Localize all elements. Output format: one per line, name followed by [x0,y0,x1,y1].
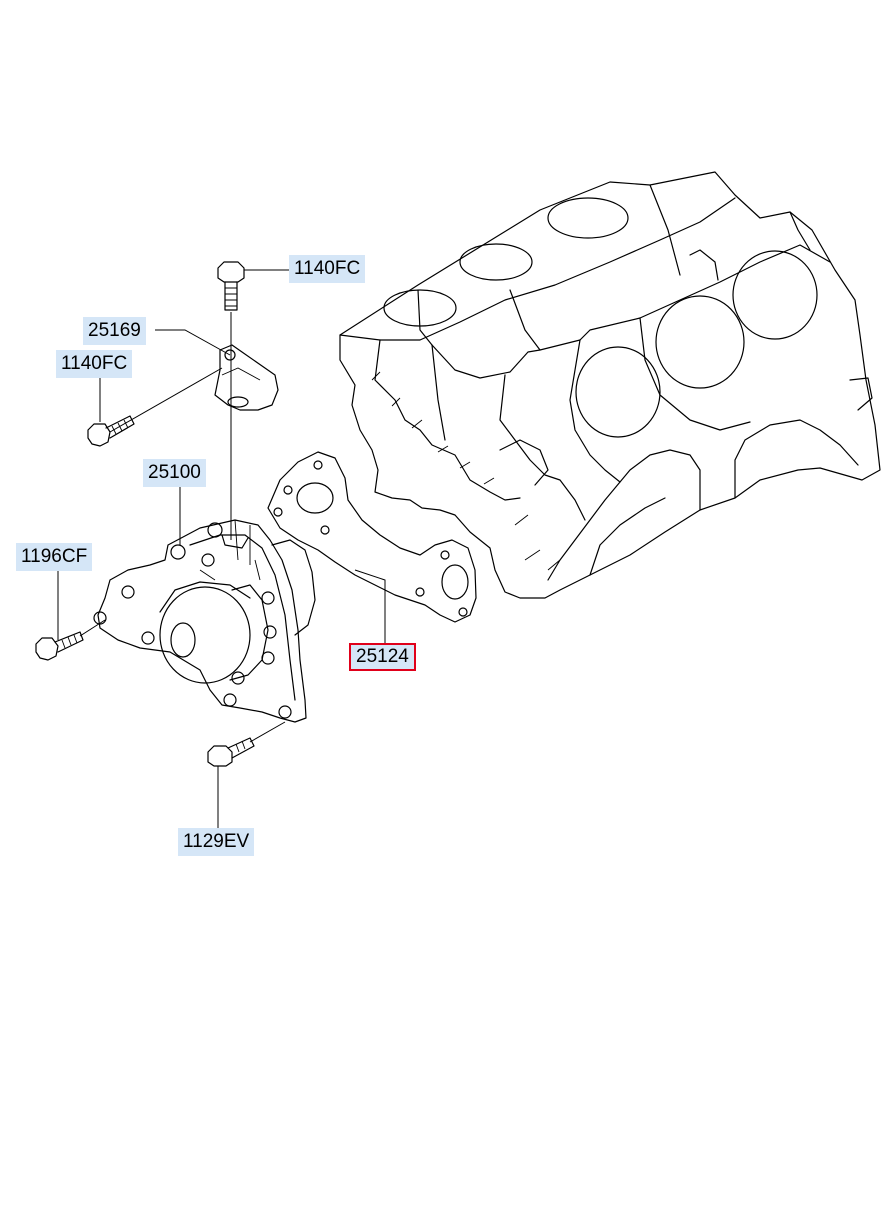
part-label-1196cf[interactable]: 1196CF [16,543,93,571]
part-label-1140fc-top[interactable]: 1140FC [289,255,366,283]
gasket-drawing [267,451,477,623]
water-pump-drawing [93,519,316,723]
part-label-25100[interactable]: 25100 [143,459,206,487]
engine-block-drawing [339,171,881,599]
bolt-top-drawing [217,261,245,311]
leader-lines [57,269,386,828]
bracket-drawing [214,344,279,411]
part-label-1140fc-left[interactable]: 1140FC [56,350,133,378]
bolt-left-lower-drawing [35,631,84,661]
part-label-25169[interactable]: 25169 [83,317,146,345]
bolt-bottom-drawing [207,737,255,767]
part-label-1129ev[interactable]: 1129EV [178,828,255,856]
part-label-25124-selected[interactable]: 25124 [349,643,416,671]
